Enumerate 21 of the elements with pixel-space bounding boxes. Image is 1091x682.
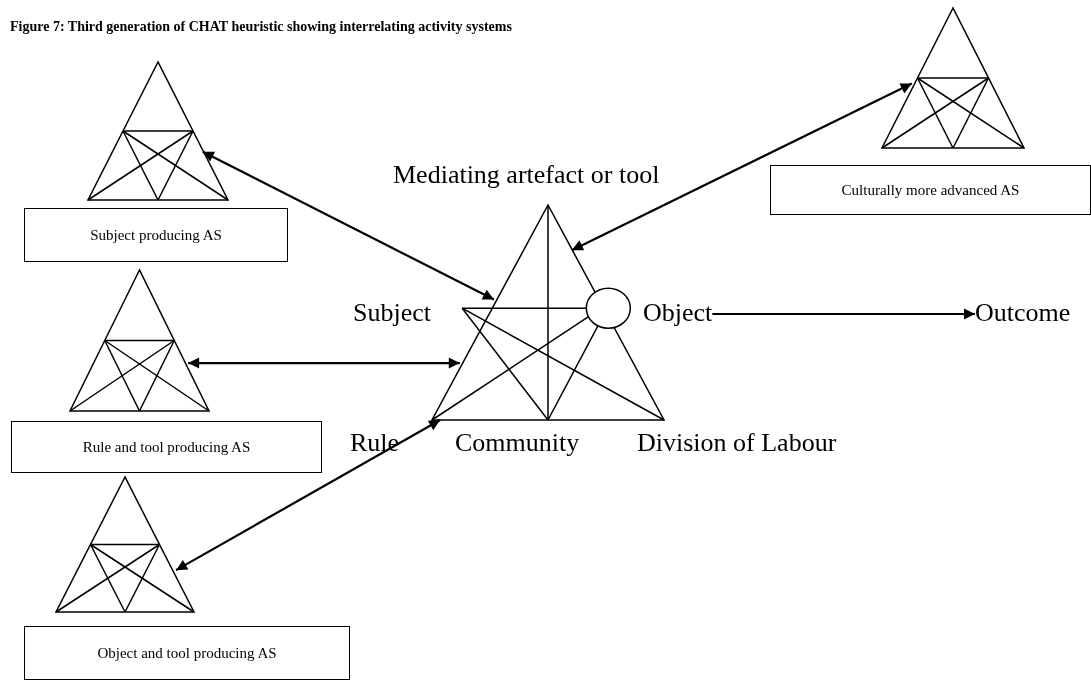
component-label: Subject	[353, 300, 431, 326]
component-label: Community	[455, 430, 580, 456]
component-label: Division of Labour	[637, 430, 837, 456]
arrow	[188, 357, 460, 369]
activity-system-box: Subject producing AS	[24, 208, 288, 262]
component-label: Rule	[350, 430, 400, 456]
figure-title: Figure 7: Third generation of CHAT heuristic showing interrelating activity systems	[10, 19, 512, 35]
activity-system-box: Culturally more advanced AS	[770, 165, 1091, 215]
activity-triangle-drawing	[88, 62, 228, 200]
arrow	[202, 150, 495, 301]
activity-system-box: Object and tool producing AS	[24, 626, 350, 680]
arrow	[175, 419, 441, 572]
arrow	[712, 308, 975, 320]
activity-triangle-drawing	[70, 270, 209, 411]
activity-triangle-drawing	[56, 477, 194, 612]
component-label: Mediating artefact or tool	[393, 162, 660, 188]
arrow	[571, 82, 913, 252]
element-label: Outcome	[975, 300, 1071, 328]
element-label: Object	[643, 300, 713, 328]
activity-triangle-drawing	[882, 8, 1024, 148]
activity-system-box: Rule and tool producing AS	[11, 421, 322, 473]
